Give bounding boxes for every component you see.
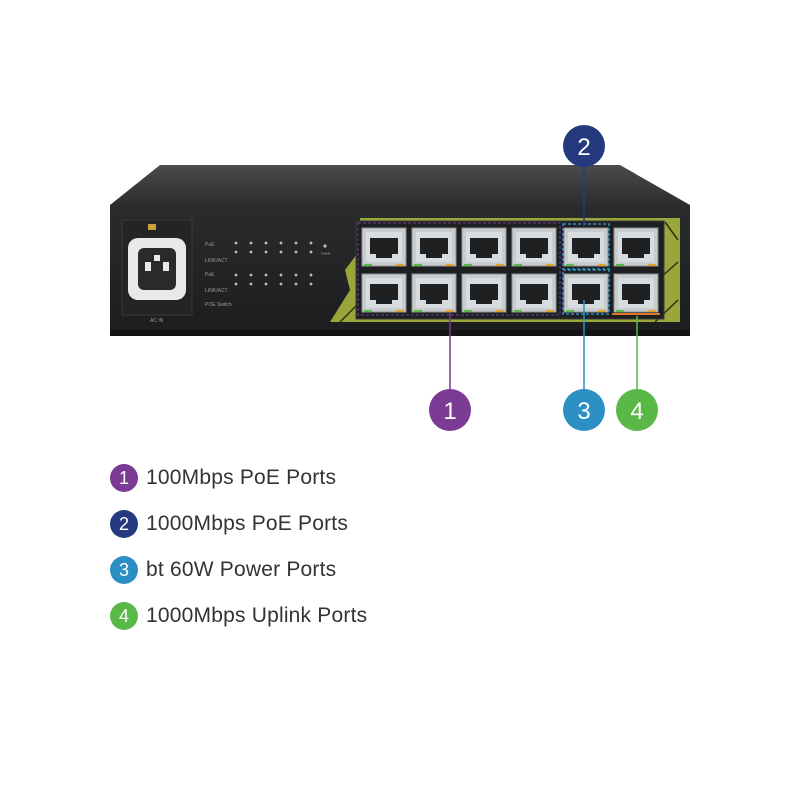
status-led xyxy=(264,250,268,254)
callout-4-number: 4 xyxy=(630,398,643,425)
status-led xyxy=(279,282,283,286)
status-led xyxy=(234,273,238,277)
rj45-port xyxy=(411,227,457,267)
callout-2-number: 2 xyxy=(577,134,590,161)
rj45-port xyxy=(361,227,407,267)
legend-text-3: bt 60W Power Ports xyxy=(146,558,337,581)
legend-text-4: 1000Mbps Uplink Ports xyxy=(146,604,368,627)
status-led xyxy=(294,273,298,277)
switch-bottom-edge xyxy=(110,330,690,336)
callout-4-circle xyxy=(616,389,658,431)
power-label: AC IN xyxy=(150,318,164,324)
rj45-port xyxy=(511,273,557,313)
legend-badge-3: 3 xyxy=(110,556,138,584)
status-led xyxy=(279,273,283,277)
callout-3-number: 3 xyxy=(577,398,590,425)
rj45-port xyxy=(613,273,659,313)
led-grid xyxy=(234,241,327,286)
status-led xyxy=(264,241,268,245)
poe-led-label-bottom: PoE xyxy=(205,272,215,278)
port-block xyxy=(355,220,665,320)
poe-led-label-top: PoE xyxy=(205,242,215,248)
rj45-port xyxy=(511,227,557,267)
status-led xyxy=(309,241,313,245)
rj45-port xyxy=(461,273,507,313)
legend-item-1: 1 100Mbps PoE Ports xyxy=(110,455,530,501)
status-led xyxy=(294,241,298,245)
legend-text-2: 1000Mbps PoE Ports xyxy=(146,512,349,535)
status-led xyxy=(309,273,313,277)
legend-text-1: 100Mbps PoE Ports xyxy=(146,466,337,489)
status-led xyxy=(249,282,253,286)
rj45-port xyxy=(563,227,609,267)
rj45-port xyxy=(613,227,659,267)
status-led xyxy=(234,241,238,245)
callout-1-circle xyxy=(429,389,471,431)
group-3-highlight xyxy=(562,269,610,315)
legend-badge-1: 1 xyxy=(110,464,138,492)
callout-2-circle xyxy=(563,125,605,167)
legend: 1 100Mbps PoE Ports 2 1000Mbps PoE Ports… xyxy=(110,455,530,639)
status-led xyxy=(309,282,313,286)
status-led xyxy=(294,250,298,254)
callout-1-number: 1 xyxy=(443,398,456,425)
status-led xyxy=(264,273,268,277)
legend-badge-4: 4 xyxy=(110,602,138,630)
status-led xyxy=(294,282,298,286)
legend-item-2: 2 1000Mbps PoE Ports xyxy=(110,501,530,547)
status-led xyxy=(264,282,268,286)
link-led-label-top: LINK/ACT xyxy=(205,258,228,264)
legend-item-4: 4 1000Mbps Uplink Ports xyxy=(110,593,530,639)
callout-2: 2 xyxy=(563,125,605,167)
legend-item-3: 3 bt 60W Power Ports xyxy=(110,547,530,593)
callout-3-circle xyxy=(563,389,605,431)
status-led xyxy=(279,241,283,245)
rj45-port xyxy=(411,273,457,313)
rj45-port xyxy=(563,273,609,313)
callout-1: 1 xyxy=(429,389,471,431)
switch-label: POE Switch xyxy=(205,302,232,308)
power-led xyxy=(323,244,327,248)
rj45-port xyxy=(461,227,507,267)
status-led xyxy=(309,250,313,254)
link-led-label-bottom: LINK/ACT xyxy=(205,288,228,294)
power-inlet: AC IN xyxy=(121,219,193,324)
switch-top-surface xyxy=(110,165,690,205)
led-panel: PoE LINK/ACT PoE LINK/ACT POE Switch PWR xyxy=(205,241,330,308)
group-2-highlight xyxy=(562,223,610,270)
pwr-led-label: PWR xyxy=(321,251,330,256)
status-led xyxy=(234,282,238,286)
status-led xyxy=(249,250,253,254)
status-led xyxy=(249,273,253,277)
status-led xyxy=(279,250,283,254)
status-led xyxy=(249,241,253,245)
status-led xyxy=(234,250,238,254)
callout-4: 4 xyxy=(616,389,658,431)
legend-badge-2: 2 xyxy=(110,510,138,538)
rj45-port xyxy=(361,273,407,313)
group-1-highlight xyxy=(357,222,561,316)
callout-3: 3 xyxy=(563,389,605,431)
rj45-ports xyxy=(361,227,659,313)
